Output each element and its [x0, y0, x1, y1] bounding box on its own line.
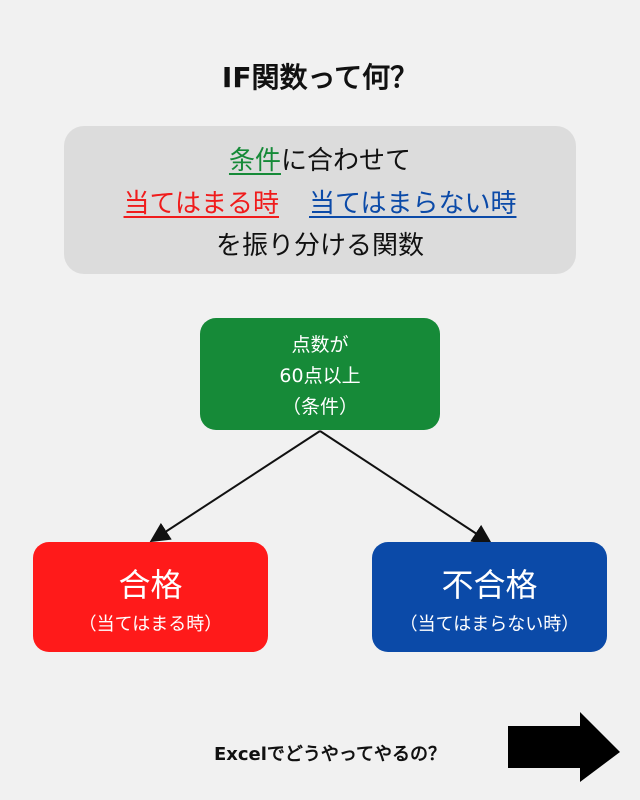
arrow-to-fail [319, 430, 493, 545]
fail-label: 不合格 [441, 566, 538, 604]
condition-line: （条件） [281, 396, 358, 418]
next-arrow-icon[interactable] [508, 712, 620, 782]
condition-line: 点数が [291, 334, 349, 356]
summary-line-2: 当てはまる時当てはまらない時 [64, 183, 576, 220]
false-text: 当てはまらない時 [309, 189, 517, 219]
condition-box: 点数が 60点以上 （条件） [200, 318, 440, 430]
pass-sub: （当てはまる時） [78, 614, 223, 635]
summary-text: に合わせて [281, 146, 412, 176]
pass-box: 合格 （当てはまる時） [33, 542, 268, 652]
summary-box: 条件に合わせて 当てはまる時当てはまらない時 を振り分ける関数 [64, 126, 576, 274]
cta-text: Excelでどうやってやるの？ [213, 744, 447, 765]
fail-sub: （当てはまらない時） [399, 614, 580, 635]
summary-line-3: を振り分ける関数 [215, 231, 424, 261]
page-title: IF関数って何？ [221, 61, 419, 94]
arrow-to-pass [149, 430, 321, 543]
pass-label: 合格 [118, 566, 183, 604]
fail-box: 不合格 （当てはまらない時） [372, 542, 607, 652]
condition-line: 60点以上 [279, 365, 361, 387]
condition-text: 条件 [228, 146, 281, 176]
true-text: 当てはまる時 [123, 189, 279, 219]
summary-line-1: 条件に合わせて [64, 140, 576, 177]
